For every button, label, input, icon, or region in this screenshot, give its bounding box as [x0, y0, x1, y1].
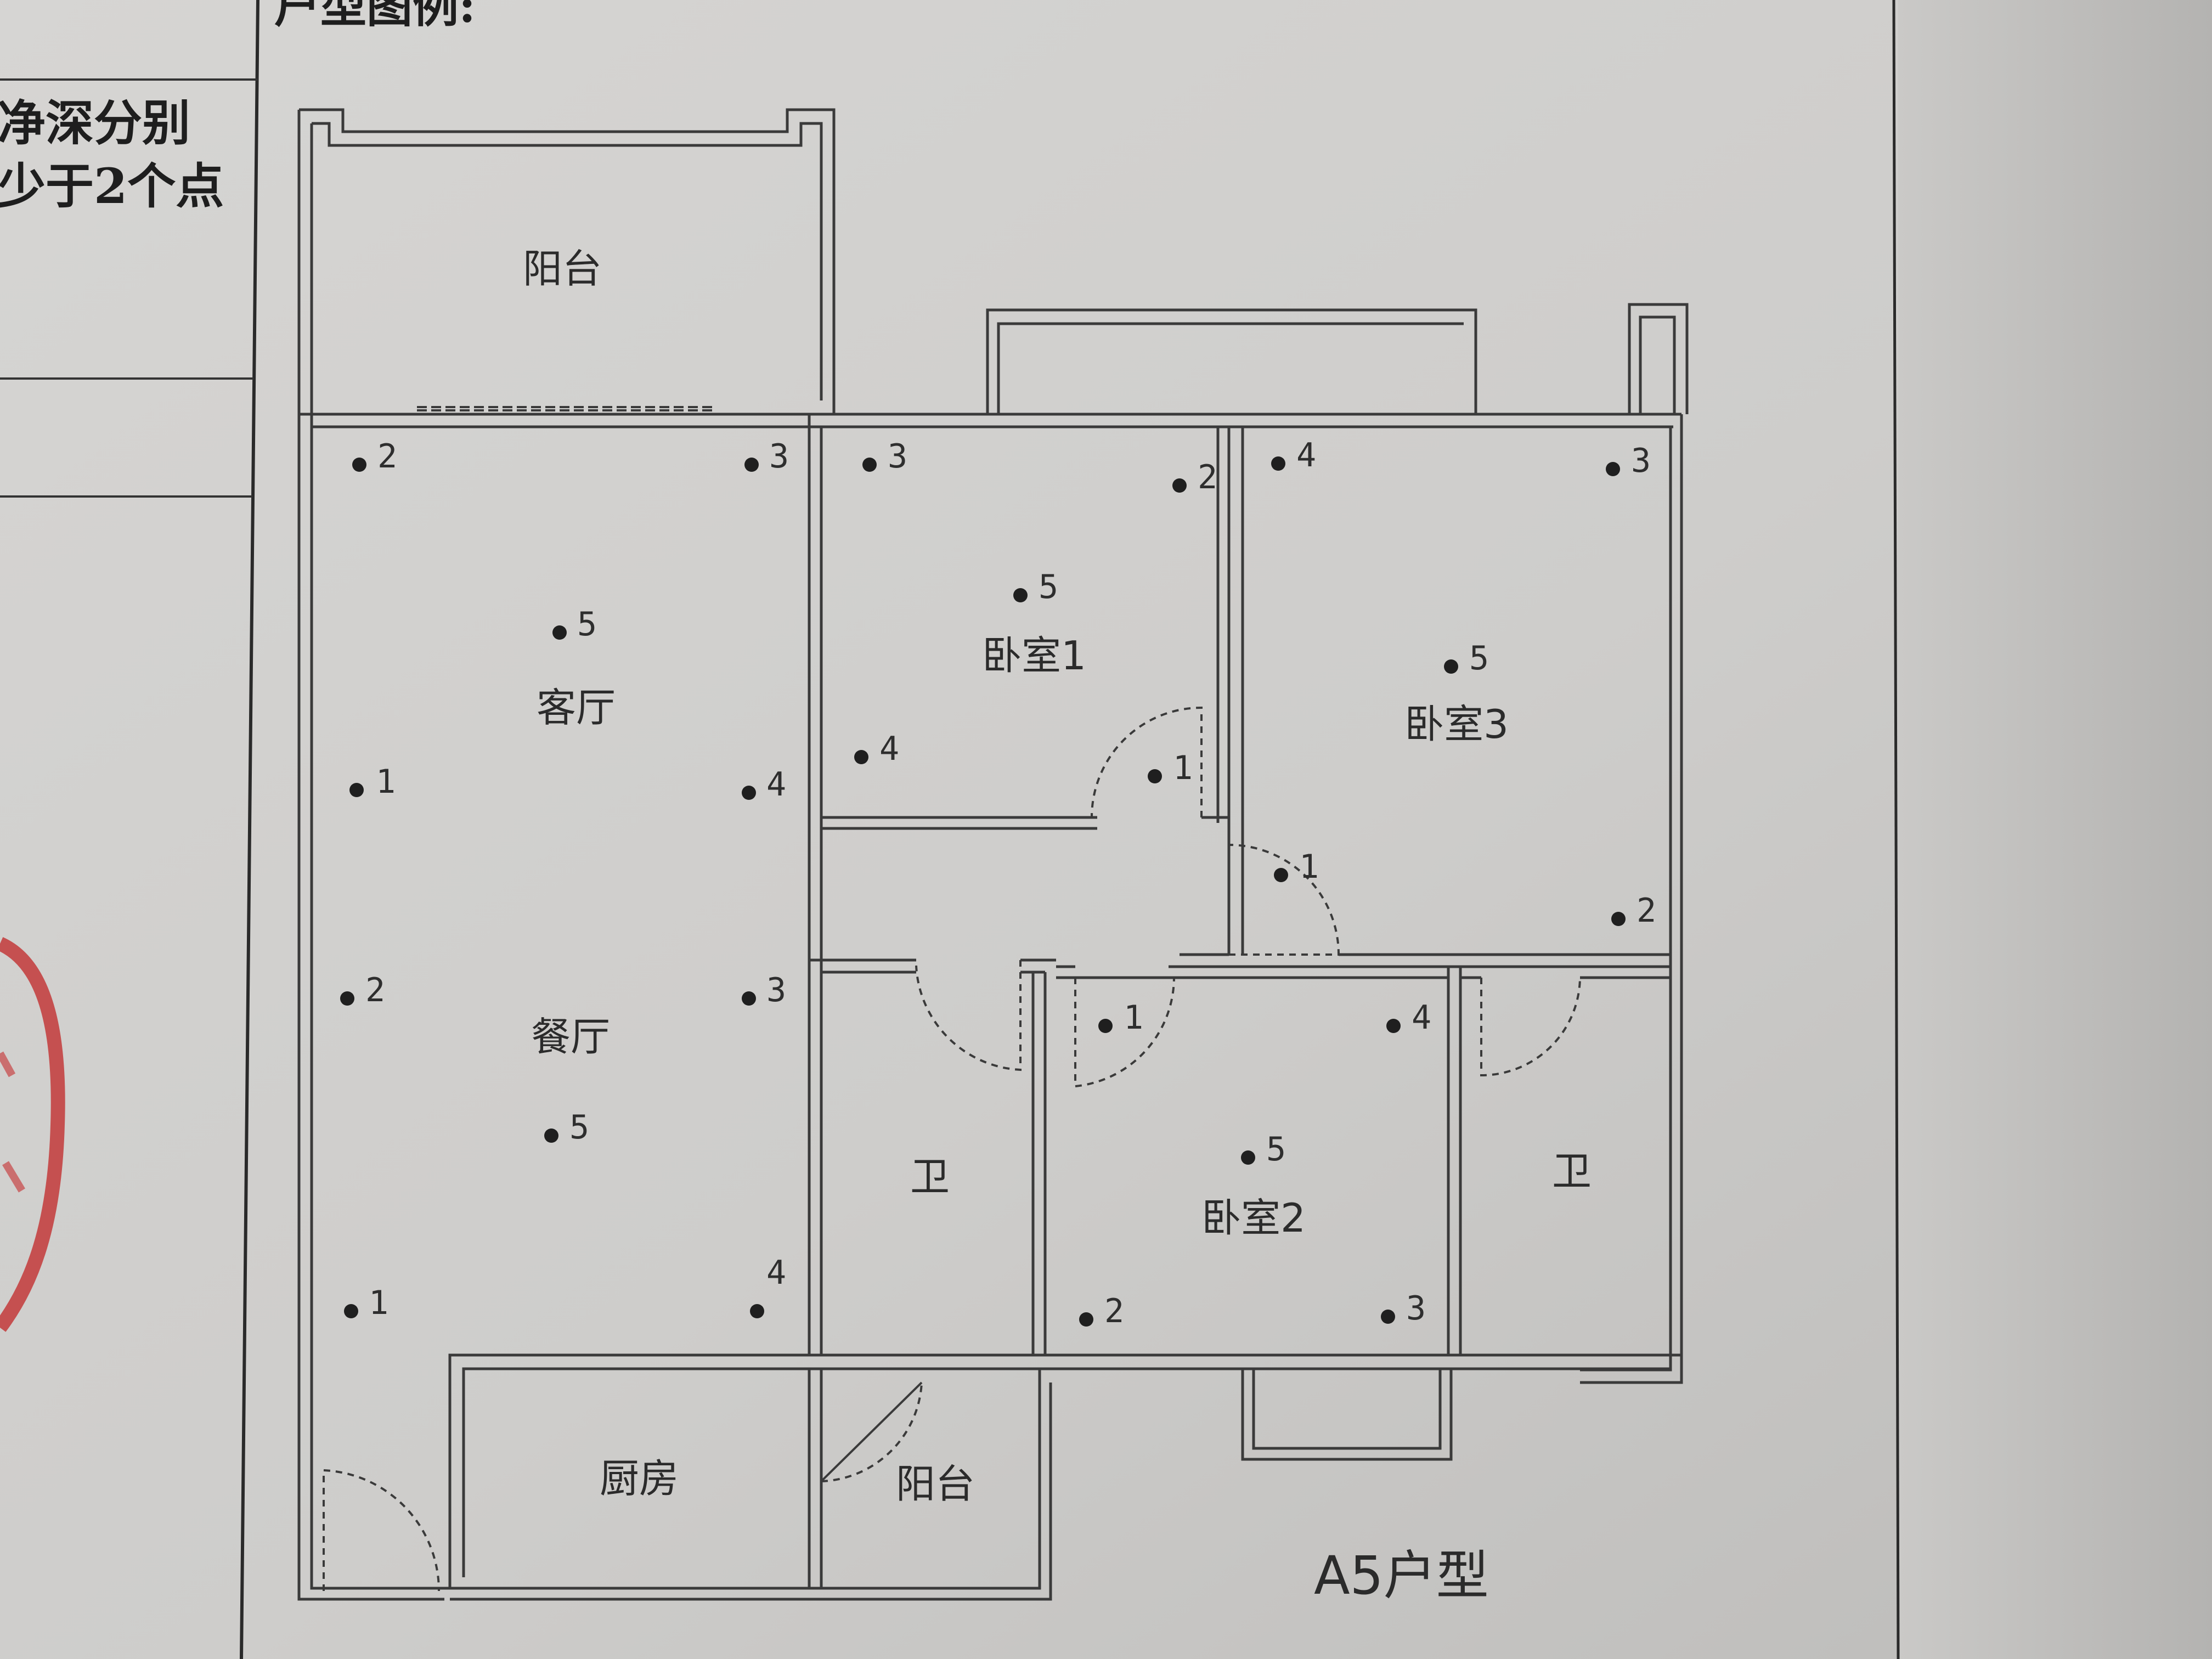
label-bedroom2-3: 3 — [1406, 1289, 1426, 1328]
label-bedroom1-4: 4 — [879, 730, 899, 768]
note-line-2: 少于2个点 — [0, 157, 224, 215]
room-label-bedroom3: 卧室3 — [1404, 701, 1509, 747]
door-bedroom3 — [1228, 844, 1340, 956]
label-bedroom3-1: 1 — [1299, 848, 1319, 886]
door-bath-left — [915, 960, 1022, 1071]
door-bedroom1 — [1091, 706, 1203, 818]
header-title: 户型图例: — [274, 0, 476, 33]
door-bedroom2 — [1074, 977, 1175, 1088]
label-bedroom1-3: 3 — [888, 437, 907, 476]
dot-bedroom3-3 — [1606, 462, 1620, 476]
dot-bedroom2-2 — [1079, 1312, 1093, 1327]
label-dining-3: 3 — [766, 971, 786, 1009]
label-bedroom1-5: 5 — [1039, 568, 1058, 606]
plan-caption: A5户型 — [1314, 1545, 1489, 1606]
dot-living-5 — [552, 625, 567, 640]
room-label-bath-left: 卫 — [910, 1154, 950, 1200]
dot-bedroom2-1 — [1098, 1019, 1113, 1033]
label-living-4: 4 — [766, 765, 786, 804]
dot-bedroom1-2 — [1172, 478, 1187, 493]
measurement-points: 1 2 3 4 5 1 2 3 4 5 1 2 — [340, 436, 1656, 1330]
dot-bedroom2-4 — [1386, 1019, 1401, 1033]
sliding-door — [417, 406, 713, 411]
label-bedroom3-2: 2 — [1637, 891, 1656, 930]
room-label-balcony-top: 阳台 — [523, 246, 602, 292]
dot-living-1 — [349, 783, 364, 797]
points-living: 1 2 3 4 5 — [349, 437, 789, 804]
room-label-living: 客厅 — [537, 685, 616, 731]
label-bedroom2-1: 1 — [1124, 998, 1143, 1037]
interior-walls — [808, 414, 1671, 1588]
dot-bedroom3-5 — [1444, 659, 1458, 674]
dot-bedroom2-5 — [1241, 1150, 1255, 1165]
outer-walls — [297, 108, 1689, 1601]
label-bedroom2-5: 5 — [1266, 1130, 1286, 1169]
door-swings — [323, 706, 1581, 1592]
room-label-bedroom1: 卧室1 — [982, 633, 1086, 679]
dot-bedroom1-5 — [1013, 588, 1028, 602]
label-bedroom3-4: 4 — [1296, 436, 1316, 475]
dot-bedroom3-4 — [1271, 456, 1285, 471]
label-bedroom1-1: 1 — [1173, 749, 1193, 787]
label-living-2: 2 — [377, 437, 397, 476]
room-label-bath-right: 卫 — [1552, 1148, 1592, 1194]
dot-bedroom1-3 — [862, 458, 877, 472]
room-label-dining: 餐厅 — [531, 1014, 610, 1060]
label-living-5: 5 — [577, 605, 597, 644]
door-bath-right — [1480, 977, 1581, 1077]
door-balcony-bottom — [820, 1381, 923, 1482]
points-dining: 1 2 3 4 5 — [340, 971, 786, 1322]
dot-living-4 — [742, 786, 756, 800]
label-dining-5: 5 — [569, 1108, 589, 1147]
points-bedroom3: 1 2 3 4 5 — [1271, 436, 1656, 930]
label-living-1: 1 — [376, 763, 396, 801]
door-balcony-bottom-arc — [821, 1382, 923, 1482]
label-bedroom2-4: 4 — [1412, 998, 1431, 1037]
room-label-bedroom2: 卧室2 — [1201, 1195, 1306, 1241]
dot-bedroom1-1 — [1148, 769, 1162, 783]
label-dining-1: 1 — [369, 1284, 388, 1322]
note-line-1: 净深分别 — [0, 94, 190, 151]
points-bedroom1: 1 2 3 4 5 — [854, 437, 1217, 787]
points-bedroom2: 1 2 3 4 5 — [1079, 998, 1431, 1330]
dot-dining-2 — [340, 991, 354, 1006]
dot-bedroom2-3 — [1381, 1310, 1395, 1324]
dot-dining-1 — [344, 1304, 358, 1318]
label-living-3: 3 — [769, 437, 789, 476]
label-bedroom2-2: 2 — [1104, 1292, 1124, 1330]
dot-bedroom3-2 — [1611, 912, 1626, 926]
label-bedroom3-3: 3 — [1631, 442, 1651, 480]
dot-living-2 — [352, 458, 366, 472]
dot-dining-5 — [544, 1128, 558, 1143]
dot-bedroom3-1 — [1274, 868, 1288, 882]
label-dining-2: 2 — [365, 971, 385, 1009]
label-dining-4: 4 — [766, 1254, 786, 1292]
dot-dining-4 — [750, 1304, 764, 1318]
door-entry — [323, 1469, 441, 1592]
dot-living-3 — [744, 458, 759, 472]
room-label-balcony-bottom: 阳台 — [896, 1461, 975, 1507]
room-label-kitchen: 厨房 — [600, 1455, 679, 1502]
dot-dining-3 — [742, 991, 756, 1006]
dot-bedroom1-4 — [854, 750, 868, 764]
label-bedroom3-5: 5 — [1469, 639, 1489, 678]
label-bedroom1-2: 2 — [1198, 458, 1217, 496]
